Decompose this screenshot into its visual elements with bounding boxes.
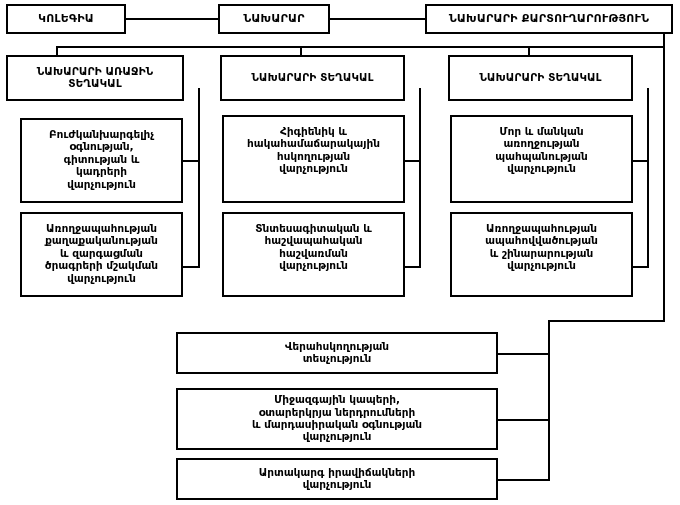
node-secretariat-label: ՆԱԽԱՐԱՐԻ ՔԱՐՏՈՒՂԱՐՈՒԹՅՈՒՆ <box>448 11 650 25</box>
connector-bus-to-deputy-2 <box>300 46 302 57</box>
node-first-deputy-minister-label: ՆԱԽԱՐԱՐԻ ԱՌԱՋԻՆ ՏԵՂԱԿԱԼ <box>36 65 154 90</box>
node-deputy-minister-2[interactable]: ՆԱԽԱՐԱՐԻ ՏԵՂԱԿԱԼ <box>220 55 405 101</box>
connector-c1-to-dept-1 <box>183 266 200 268</box>
connector-main-bus <box>56 46 665 48</box>
connector-bus-to-deputy-3 <box>528 46 530 57</box>
node-collegium-label: ԿՈԼԵԳԻԱ <box>38 11 94 25</box>
node-minister-label: ՆԱԽԱՐԱՐ <box>243 11 305 25</box>
connector-c3-spine <box>647 88 649 268</box>
node-bottom-2[interactable]: Արտակարգ իրավիճակների վարչություն <box>176 458 498 500</box>
node-deputy-minister-3-label: ՆԱԽԱՐԱՐԻ ՏԵՂԱԿԱԼ <box>479 71 602 84</box>
connector-bottom-to-unit-0 <box>498 353 550 355</box>
node-dept-c2-1[interactable]: Տնտեսագիտական և հաշվապահական հաշվառման վ… <box>222 212 405 297</box>
node-dept-c1-0[interactable]: Բուժկանխարգելիչ օգնության, գիտության և կ… <box>20 118 183 203</box>
connector-right-outer-spine <box>663 46 665 322</box>
node-dept-c2-1-label: Տնտեսագիտական և հաշվապահական հաշվառման վ… <box>255 223 372 273</box>
node-bottom-2-label: Արտակարգ իրավիճակների վարչություն <box>258 466 416 491</box>
node-dept-c3-0[interactable]: Մոր և մանկան առողջության պահպանության վա… <box>450 115 633 203</box>
connector-collegium-minister <box>126 18 218 20</box>
node-bottom-0-label: Վերահսկողության տեսչություն <box>284 340 390 365</box>
node-dept-c3-1-label: Առողջապահության ապահովվածության և շինարա… <box>485 223 598 273</box>
connector-c1-spine <box>198 88 200 268</box>
connector-bus-to-first-deputy <box>56 46 58 57</box>
node-first-deputy-minister[interactable]: ՆԱԽԱՐԱՐԻ ԱՌԱՋԻՆ ՏԵՂԱԿԱԼ <box>6 55 184 101</box>
node-dept-c2-0[interactable]: Հիգիենիկ և հակահամաճարակային հսկողության… <box>222 115 405 203</box>
connector-minister-drop <box>663 34 665 48</box>
node-dept-c3-0-label: Մոր և մանկան առողջության պահպանության վա… <box>495 126 588 176</box>
connector-c3-to-dept-0 <box>633 160 649 162</box>
connector-c3-to-dept-1 <box>633 266 649 268</box>
connector-bottom-to-unit-2 <box>498 479 550 481</box>
connector-c1-to-dept-0 <box>183 160 200 162</box>
node-bottom-1[interactable]: Միջազգային կապերի, օտարերկրյա ներդրումնե… <box>176 388 498 450</box>
node-dept-c1-1[interactable]: Առողջապահության քաղաքականության և զարգաց… <box>20 212 183 297</box>
node-bottom-1-label: Միջազգային կապերի, օտարերկրյա ներդրումնե… <box>251 394 423 444</box>
connector-bottom-bus-top <box>548 320 665 322</box>
node-dept-c1-1-label: Առողջապահության քաղաքականության և զարգաց… <box>44 223 159 285</box>
node-deputy-minister-3[interactable]: ՆԱԽԱՐԱՐԻ ՏԵՂԱԿԱԼ <box>448 55 633 101</box>
connector-minister-secretariat <box>330 18 425 20</box>
node-deputy-minister-2-label: ՆԱԽԱՐԱՐԻ ՏԵՂԱԿԱԼ <box>251 71 374 84</box>
connector-c2-to-dept-1 <box>405 266 421 268</box>
node-dept-c2-0-label: Հիգիենիկ և հակահամաճարակային հսկողության… <box>247 126 380 176</box>
connector-bottom-spine <box>548 320 550 480</box>
connector-c2-spine <box>419 88 421 268</box>
node-minister[interactable]: ՆԱԽԱՐԱՐ <box>218 4 330 34</box>
connector-bottom-to-unit-1 <box>498 419 550 421</box>
node-dept-c1-0-label: Բուժկանխարգելիչ օգնության, գիտության և կ… <box>48 129 155 191</box>
node-bottom-0[interactable]: Վերահսկողության տեսչություն <box>176 332 498 374</box>
node-dept-c3-1[interactable]: Առողջապահության ապահովվածության և շինարա… <box>450 212 633 297</box>
connector-c2-to-dept-0 <box>405 160 421 162</box>
node-secretariat[interactable]: ՆԱԽԱՐԱՐԻ ՔԱՐՏՈՒՂԱՐՈՒԹՅՈՒՆ <box>425 4 673 34</box>
node-collegium[interactable]: ԿՈԼԵԳԻԱ <box>6 4 126 34</box>
